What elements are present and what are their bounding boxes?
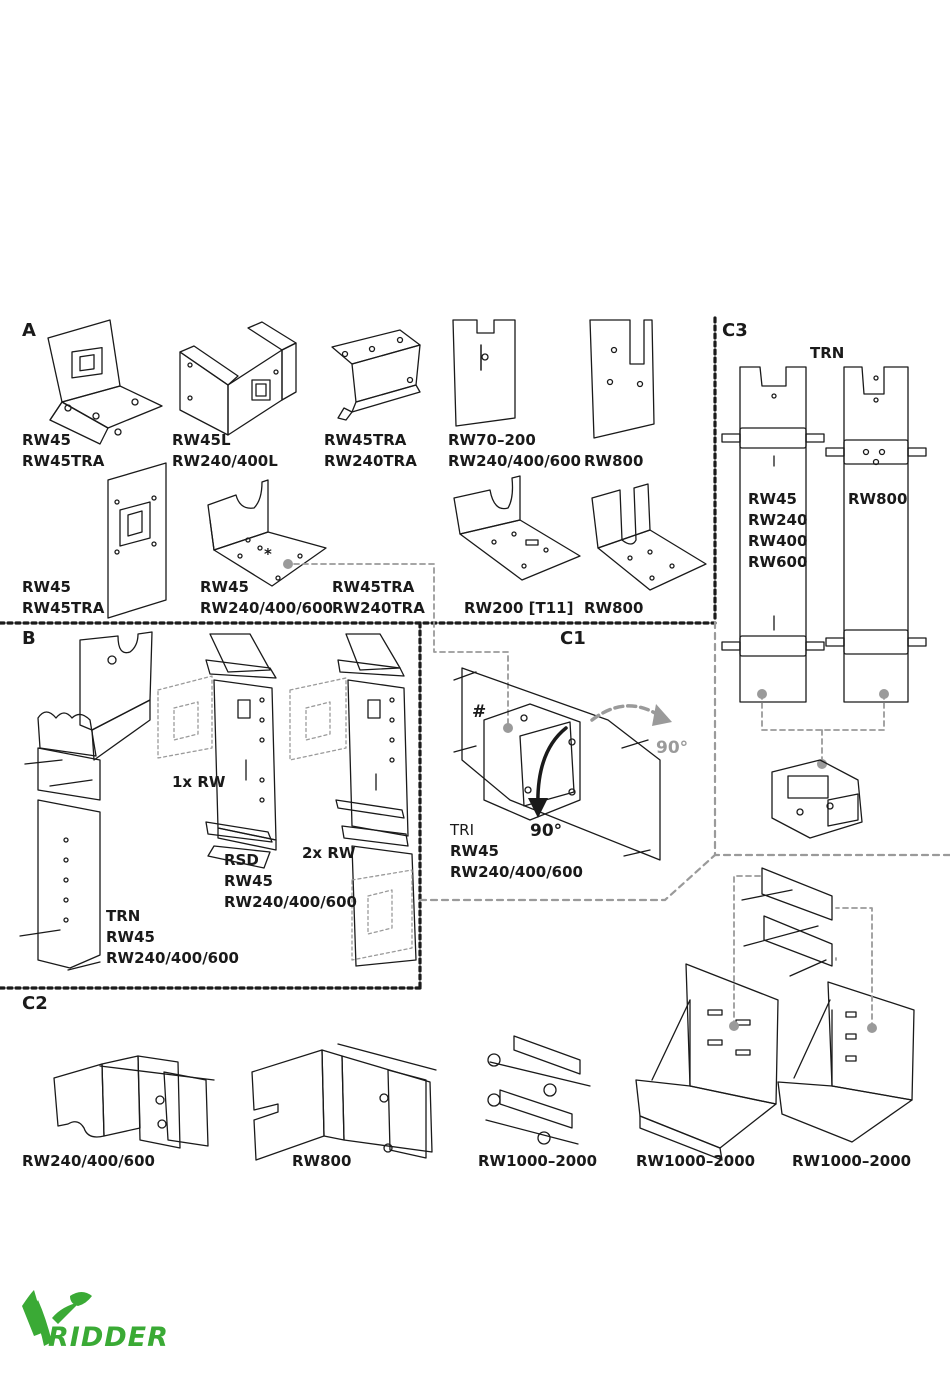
- label-c2-3: RW1000–2000: [478, 1152, 598, 1170]
- section-label-b: B: [22, 628, 36, 649]
- label-c3-line1: RW45: [748, 490, 797, 508]
- label-a3-line2: RW240TRA: [324, 452, 417, 470]
- label-a8-line2: RW240TRA: [332, 599, 425, 617]
- plate-rw800: [589, 319, 655, 439]
- label-b-rsd-line3: RW240/400/600: [224, 893, 357, 911]
- label-a2-line2: RW240/400L: [172, 452, 278, 470]
- label-c3-line2: RW240: [748, 511, 808, 529]
- ridder-logo-text: RIDDER: [48, 1322, 169, 1353]
- bracket-rw45l-channel: [179, 321, 297, 436]
- label-c2-5: RW1000–2000: [792, 1152, 912, 1170]
- label-c1-tri-line1: TRI: [450, 821, 475, 839]
- bracket-c2-rw240: [53, 1055, 215, 1149]
- bracket-trn-tall: [19, 631, 153, 971]
- label-c1-deg-black: 90°: [530, 821, 563, 841]
- bracket-tri-rotate: [453, 667, 661, 861]
- label-a7-star: *: [264, 545, 272, 563]
- label-a4-line2: RW240/400/600: [448, 452, 581, 470]
- bracket-rsd-ghost-1: [157, 675, 213, 759]
- connector-a7-to-c1: [293, 563, 509, 729]
- rail-rw800-long: [825, 366, 927, 703]
- label-b-2xrw: 2x RW: [302, 844, 356, 862]
- label-a5: RW800: [584, 452, 644, 470]
- label-a6-line2: RW45TRA: [22, 599, 105, 617]
- label-c1-deg-gray: 90°: [656, 738, 689, 758]
- label-c1-hash: #: [472, 702, 487, 722]
- section-label-c2: C2: [22, 993, 48, 1014]
- label-c3-rw800: RW800: [848, 490, 908, 508]
- rotate-arrow-black: [528, 726, 568, 818]
- bracket-c2-large-1: [635, 963, 779, 1161]
- bracket-rw800-slot: [591, 483, 707, 591]
- c3-dots: [757, 689, 889, 769]
- label-c2-4: RW1000–2000: [636, 1152, 756, 1170]
- label-c3-line4: RW600: [748, 553, 808, 571]
- label-b-trn-line3: RW240/400/600: [106, 949, 239, 967]
- label-c3-line3: RW400: [748, 532, 808, 550]
- label-c1-tri-line3: RW240/400/600: [450, 863, 583, 881]
- label-a8-line1: RW45TRA: [332, 578, 415, 596]
- rail-trn-long: [721, 366, 825, 703]
- label-a3-line1: RW45TRA: [324, 431, 407, 449]
- section-dividers: [0, 316, 717, 990]
- rotate-arrow-gray: [590, 704, 672, 726]
- c3-connector: [761, 693, 885, 765]
- plate-rw70-200: [452, 319, 516, 427]
- bracket-rw200-t11: [453, 475, 581, 581]
- section-label-c1: C1: [560, 628, 586, 649]
- bracket-c2-rw800: [251, 1043, 437, 1161]
- label-a10: RW800: [584, 599, 644, 617]
- label-a7-line1: RW45: [200, 578, 249, 596]
- bracket-c2-large-2: [777, 981, 915, 1143]
- label-c2-1: RW240/400/600: [22, 1152, 155, 1170]
- section-dividers-gray: [418, 620, 950, 902]
- bracket-rsd-ghost-2: [289, 677, 413, 961]
- section-label-c3: C3: [722, 320, 748, 341]
- plate-rw45-square: [107, 462, 167, 619]
- label-c2-2: RW800: [292, 1152, 352, 1170]
- label-b-trn-line2: RW45: [106, 928, 155, 946]
- bracket-rw45-l-cutout: [207, 479, 327, 587]
- c2-dots: [729, 1021, 877, 1033]
- label-a7-line2: RW240/400/600: [200, 599, 333, 617]
- bracket-rsd-2xrw: [335, 633, 417, 967]
- clamp-plates-c2: [741, 867, 833, 977]
- label-c3-trn: TRN: [810, 344, 845, 362]
- section-label-a: A: [22, 320, 36, 341]
- label-a4-line1: RW70–200: [448, 431, 536, 449]
- label-b-rsd-line2: RW45: [224, 872, 273, 890]
- bracket-rw45tra-z: [331, 329, 421, 421]
- rail-clamp-detail: [771, 759, 863, 839]
- label-a9: RW200 [T11]: [464, 599, 574, 617]
- label-a2-line1: RW45L: [172, 431, 231, 449]
- label-c1-tri-line2: RW45: [450, 842, 499, 860]
- bracket-rw45-angle: [47, 319, 163, 445]
- ridder-figure-logo: [22, 1290, 92, 1346]
- c2-connector: [733, 875, 873, 1029]
- label-b-1xrw: 1x RW: [172, 773, 226, 791]
- label-b-trn-line1: TRN: [106, 907, 141, 925]
- label-b-rsd-line1: RSD: [224, 851, 259, 869]
- bracket-rsd-1xrw: [205, 633, 277, 869]
- label-a1-line1: RW45: [22, 431, 71, 449]
- clamp-set-c2-rw1000: [485, 1035, 591, 1145]
- label-a6-line1: RW45: [22, 578, 71, 596]
- label-a1-line2: RW45TRA: [22, 452, 105, 470]
